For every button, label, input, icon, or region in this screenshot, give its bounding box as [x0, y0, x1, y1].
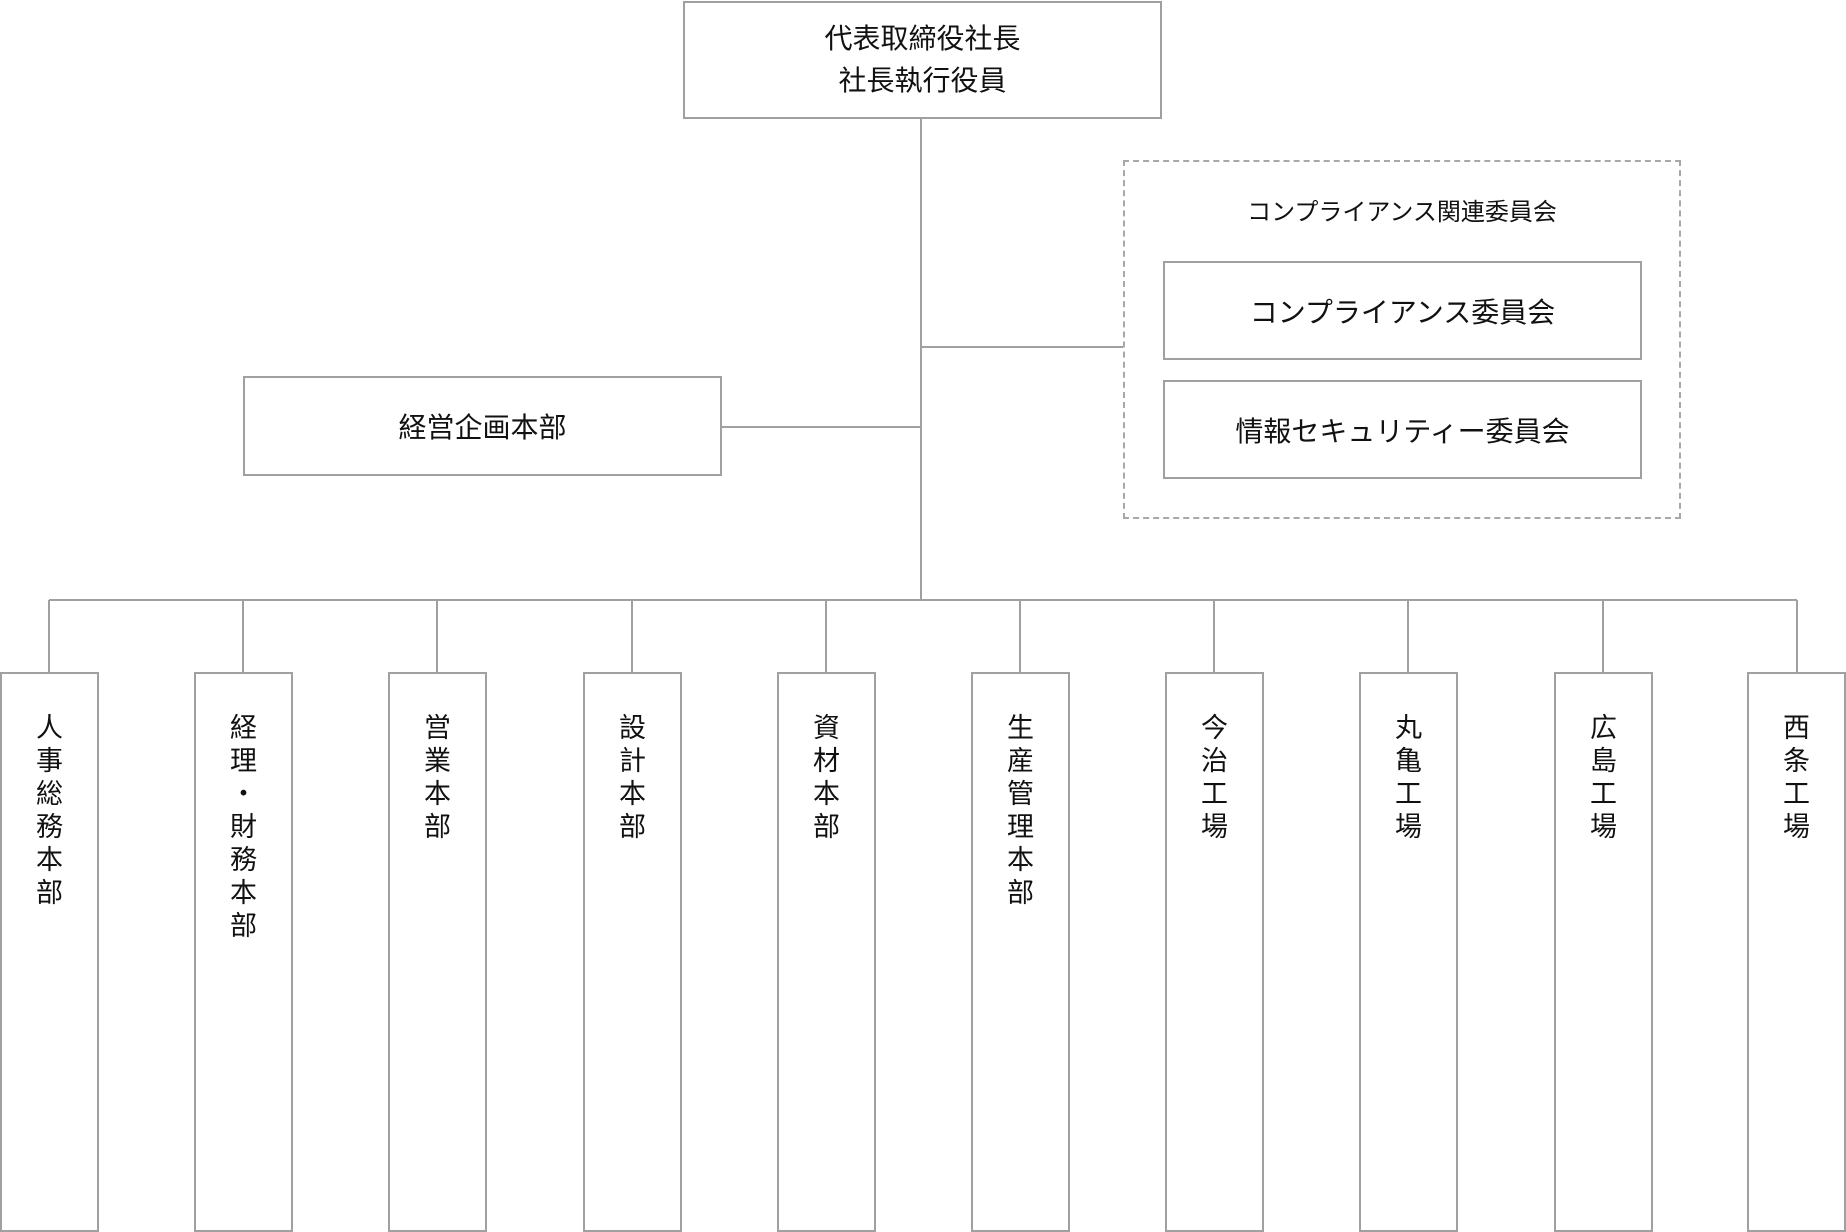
department-label: 資材本部 [813, 713, 840, 843]
department-label: 経理・財務本部 [230, 713, 257, 942]
top-executive-box[interactable]: 代表取締役社長 社長執行役員 [683, 1, 1162, 119]
corporate-planning-label: 経営企画本部 [398, 411, 567, 444]
department-box[interactable]: 営業本部 [388, 672, 487, 1232]
trunk-line [920, 118, 922, 601]
department-stub-line [1019, 600, 1021, 673]
committee-group-title: コンプライアンス関連委員会 [1247, 198, 1557, 226]
corporate-planning-box[interactable]: 経営企画本部 [243, 376, 722, 476]
department-stub-line [1407, 600, 1409, 673]
committee-connector [921, 346, 1123, 348]
department-box[interactable]: 広島工場 [1554, 672, 1653, 1232]
department-box[interactable]: 生産管理本部 [971, 672, 1070, 1232]
department-label: 設計本部 [619, 713, 646, 843]
compliance-committee-group: コンプライアンス関連委員会 [1123, 160, 1681, 519]
planning-connector [721, 426, 921, 428]
department-stub-line [242, 600, 244, 673]
department-box[interactable]: 設計本部 [583, 672, 682, 1232]
info-security-committee-box[interactable]: 情報セキュリティー委員会 [1163, 380, 1642, 479]
department-label: 丸亀工場 [1395, 713, 1422, 843]
top-executive-title: 代表取締役社長 [824, 22, 1021, 55]
department-stub-line [436, 600, 438, 673]
department-box[interactable]: 丸亀工場 [1359, 672, 1458, 1232]
department-box[interactable]: 経理・財務本部 [194, 672, 293, 1232]
department-stub-line [631, 600, 633, 673]
department-box[interactable]: 資材本部 [777, 672, 876, 1232]
compliance-committee-box[interactable]: コンプライアンス委員会 [1163, 261, 1642, 360]
department-box[interactable]: 人事総務本部 [0, 672, 99, 1232]
department-stub-line [825, 600, 827, 673]
department-stub-line [1213, 600, 1215, 673]
department-box[interactable]: 西条工場 [1747, 672, 1846, 1232]
department-label: 人事総務本部 [36, 713, 63, 909]
top-executive-subtitle: 社長執行役員 [838, 64, 1007, 97]
compliance-committee-label: コンプライアンス委員会 [1249, 295, 1556, 329]
department-label: 営業本部 [424, 713, 451, 843]
department-stub-line [1602, 600, 1604, 673]
department-stub-line [1796, 600, 1798, 673]
department-label: 西条工場 [1783, 713, 1810, 843]
department-bus [49, 599, 1797, 601]
department-label: 生産管理本部 [1007, 713, 1034, 909]
department-label: 今治工場 [1201, 713, 1228, 843]
department-box[interactable]: 今治工場 [1165, 672, 1264, 1232]
info-security-committee-label: 情報セキュリティー委員会 [1235, 414, 1570, 448]
department-label: 広島工場 [1590, 713, 1617, 843]
department-stub-line [48, 600, 50, 673]
